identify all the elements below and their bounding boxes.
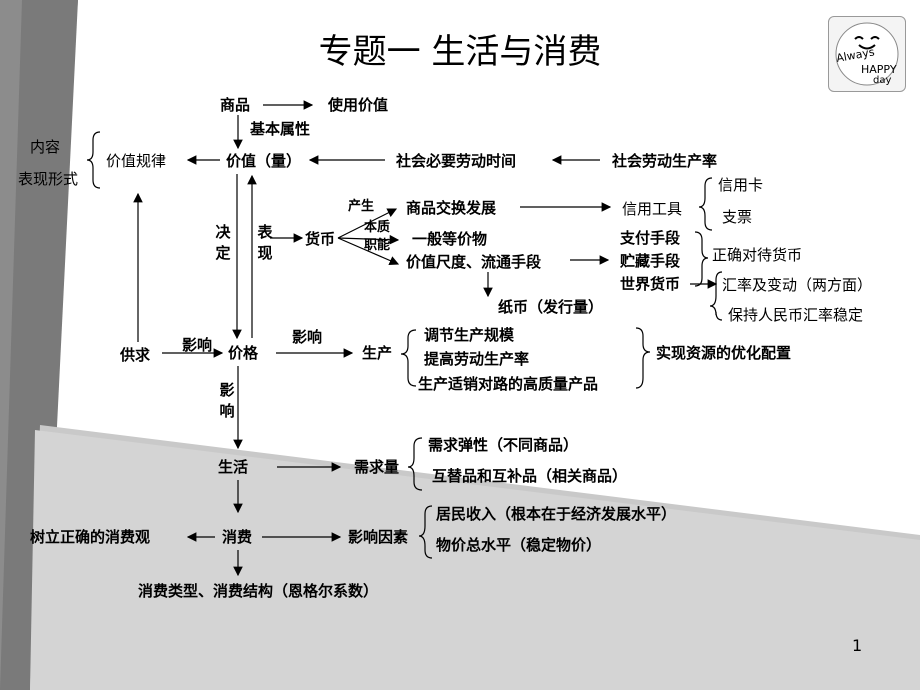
node-wujia: 物价总水平（稳定物价） <box>436 536 602 554</box>
node-shiyong-jiazhi: 使用价值 <box>328 96 389 114</box>
bg-bottom-light <box>30 430 920 690</box>
page-number: 1 <box>852 636 863 655</box>
label-benzhi: 本质 <box>364 220 391 235</box>
node-jiaohuan: 商品交换发展 <box>406 199 497 217</box>
node-jumin-shouru: 居民收入（根本在于经济发展水平） <box>436 505 677 523</box>
node-shangpin: 商品 <box>220 96 251 114</box>
svg-text:HAPPY: HAPPY <box>861 63 897 76</box>
page-title: 专题一 生活与消费 <box>318 32 602 72</box>
brace-zhineng-right <box>694 231 709 287</box>
brace-neirong <box>86 131 101 189</box>
node-xuqiuliang: 需求量 <box>354 458 400 476</box>
label-yingxiang1: 影响 <box>182 336 213 354</box>
bg-left-band <box>0 0 78 690</box>
node-huti: 互替品和互补品（相关商品） <box>432 467 628 485</box>
node-shixian: 实现资源的优化配置 <box>656 344 792 362</box>
label-jueding: 决定 <box>215 223 231 262</box>
arrow-huobi-jiaohuan <box>337 208 398 239</box>
node-jiazhi: 价值（量） <box>226 152 302 170</box>
label-zhineng: 职能 <box>364 238 391 253</box>
node-xiaofei-leixing: 消费类型、消费结构（恩格尔系数） <box>138 582 379 600</box>
brace-xinyong <box>698 177 713 231</box>
node-neirong: 内容 <box>30 138 61 156</box>
node-zhipiao: 支票 <box>722 208 753 226</box>
node-shijie: 世界货币 <box>620 275 681 293</box>
node-biaoxian-xingshi: 表现形式 <box>18 170 79 188</box>
node-zhibi: 纸币（发行量） <box>498 298 604 316</box>
node-jiben-shuxing: 基本属性 <box>250 120 311 138</box>
node-baochi-huilv: 保持人民币汇率稳定 <box>728 306 864 324</box>
node-yingxiang-yinsu: 影响因素 <box>348 528 409 546</box>
brace-yinsu <box>418 505 433 559</box>
node-shengchan-shixiao: 生产适销对路的高质量产品 <box>418 375 599 393</box>
node-shehui-biyao: 社会必要劳动时间 <box>396 152 517 170</box>
brace-huilv <box>709 271 723 321</box>
node-zhifu: 支付手段 <box>620 229 681 247</box>
node-xuqiu-tanxing: 需求弹性（不同商品） <box>428 436 579 454</box>
node-xinyong-gongju: 信用工具 <box>622 200 683 218</box>
brace-shengchan <box>400 329 417 387</box>
label-yingxiang2: 影响 <box>292 328 323 346</box>
node-huobi: 货币 <box>305 230 336 248</box>
brace-shixian <box>635 327 651 389</box>
arrow-huobi-jiazhichidu <box>337 237 400 266</box>
node-jiazhi-chidu: 价值尺度、流通手段 <box>406 253 542 271</box>
always-happy-day-logo: Always HAPPY day <box>828 16 906 92</box>
node-shenghuo: 生活 <box>218 458 249 476</box>
node-gongqiu: 供求 <box>120 346 151 364</box>
node-yiban-dengjiawu: 一般等价物 <box>412 230 488 248</box>
node-zhucang: 贮藏手段 <box>620 252 681 270</box>
node-shengchanlv: 社会劳动生产率 <box>612 152 718 170</box>
brace-xuqiu <box>407 437 423 491</box>
arrow-huobi-yiban <box>337 234 400 245</box>
node-jiazhi-guilv: 价值规律 <box>106 152 167 170</box>
node-zhengque-duidai: 正确对待货币 <box>712 246 803 264</box>
smiley-icon: Always HAPPY day <box>835 22 899 86</box>
node-tiaojie: 调节生产规模 <box>424 326 515 344</box>
node-xiaofei: 消费 <box>222 528 253 546</box>
node-shengchan: 生产 <box>362 344 393 362</box>
node-xinyongka: 信用卡 <box>718 176 764 194</box>
node-tigao: 提高劳动生产率 <box>424 350 530 368</box>
svg-text:day: day <box>873 75 891 86</box>
node-huilv: 汇率及变动（两方面） <box>722 276 873 294</box>
node-shuli: 树立正确的消费观 <box>30 528 151 546</box>
label-chansheng: 产生 <box>348 199 375 214</box>
label-biaoxian: 表现 <box>257 223 273 262</box>
label-yingxiang3: 影响 <box>219 381 235 420</box>
node-jiage: 价格 <box>228 344 259 362</box>
